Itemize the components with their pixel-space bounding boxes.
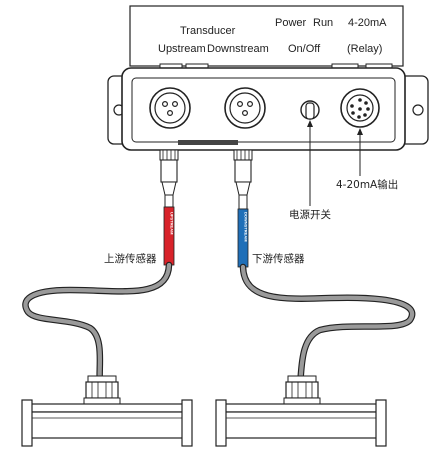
label-4-20ma: 4-20mA — [348, 17, 387, 29]
output-4-20ma-connector — [340, 88, 380, 176]
label-on-off: On/Off — [288, 43, 321, 55]
label-downstream: Downstream — [207, 43, 269, 55]
downstream-connector — [224, 87, 266, 129]
downstream-tag-text: DOWNSTREAM — [244, 212, 249, 242]
callout-downstream-sensor: 下游传感器 — [252, 252, 305, 265]
label-plate: Transducer Power Run 4-20mA Upstream Dow… — [129, 5, 404, 67]
callout-4-20ma-output: 4-20mA输出 — [336, 178, 398, 191]
callout-power-switch: 电源开关 — [289, 208, 331, 221]
housing-slot — [178, 140, 238, 145]
downstream-transducer — [215, 375, 387, 447]
mount-hole-right — [412, 104, 424, 116]
upstream-cable: UPSTREAM — [22, 149, 179, 388]
upstream-tag-text: UPSTREAM — [170, 212, 175, 235]
downstream-cable: DOWNSTREAM — [233, 149, 416, 388]
upstream-transducer — [21, 375, 193, 447]
power-switch[interactable] — [300, 100, 320, 206]
label-transducer: Transducer — [180, 25, 236, 37]
upstream-connector — [149, 87, 191, 129]
callout-upstream-sensor: 上游传感器 — [104, 252, 157, 265]
label-relay: (Relay) — [347, 43, 382, 55]
label-power: Power — [275, 17, 307, 29]
label-run: Run — [313, 17, 333, 29]
label-upstream: Upstream — [158, 43, 206, 55]
